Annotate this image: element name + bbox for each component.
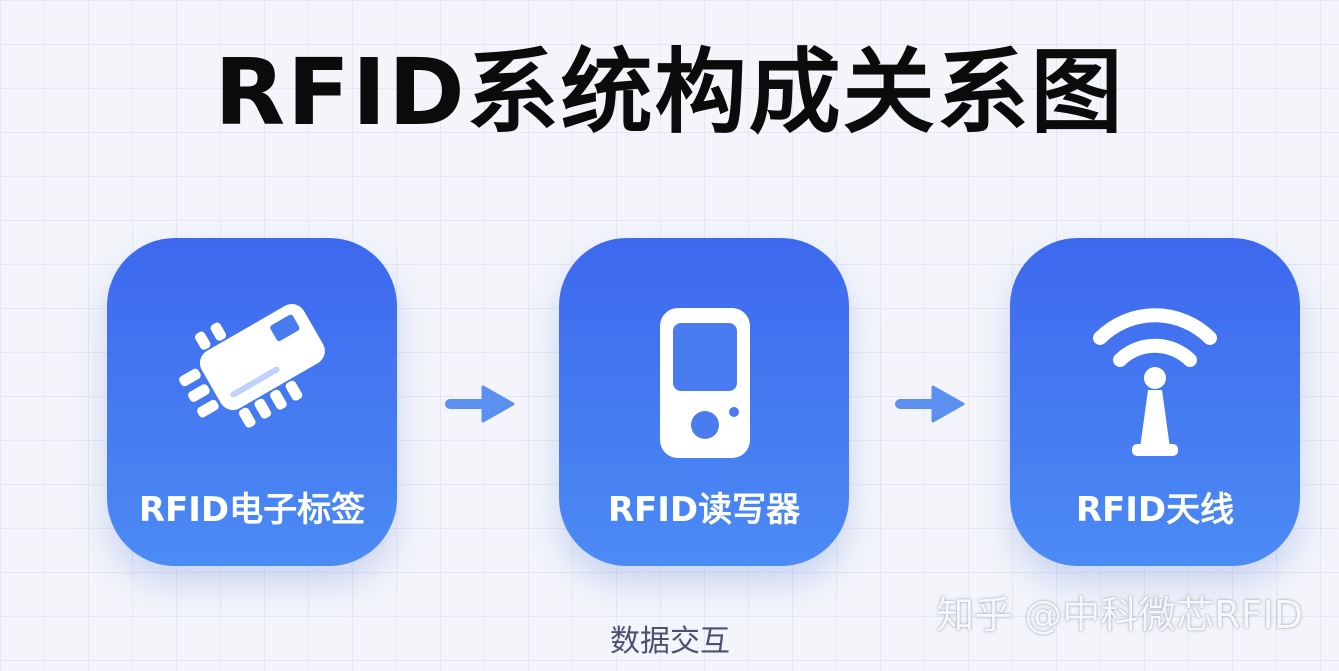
node-rfid-antenna: RFID天线 bbox=[1010, 238, 1300, 566]
watermark: 知乎 @中科微芯RFID bbox=[936, 593, 1303, 637]
arrow-right-icon bbox=[895, 385, 965, 423]
rfid-chip-icon bbox=[179, 304, 325, 428]
handheld-reader-icon bbox=[660, 308, 750, 458]
node-label: RFID电子标签 bbox=[138, 490, 366, 530]
node-rfid-reader: RFID读写器 bbox=[559, 238, 849, 566]
antenna-signal-icon bbox=[1093, 308, 1217, 456]
diagram-title: RFID系统构成关系图 bbox=[214, 39, 1125, 146]
node-label: RFID天线 bbox=[1075, 490, 1235, 530]
arrow-right-icon bbox=[445, 385, 515, 423]
node-rfid-tag: RFID电子标签 bbox=[107, 238, 397, 566]
node-label: RFID读写器 bbox=[607, 490, 801, 530]
data-exchange-caption: 数据交互 bbox=[610, 624, 730, 659]
